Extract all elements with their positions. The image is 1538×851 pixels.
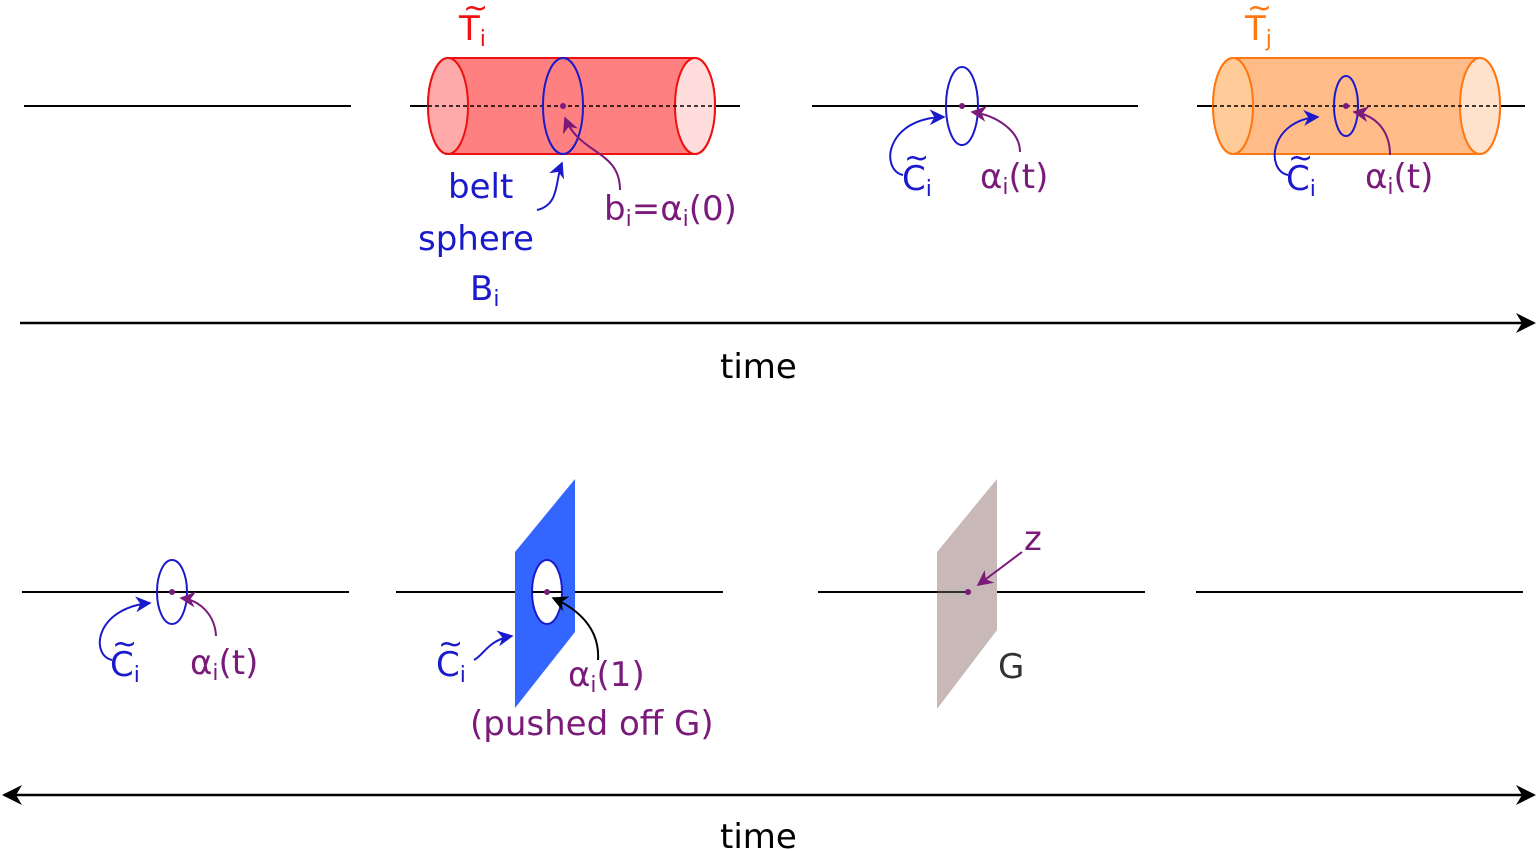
pushed-label: (pushed off G)	[470, 704, 714, 744]
z-arrow	[976, 551, 1023, 586]
b-label: bi=αi(0)	[604, 189, 737, 232]
tube-i-tilde: ~	[463, 0, 488, 26]
dot-top-3	[959, 103, 965, 109]
c-arrow-top-3	[889, 109, 946, 176]
time-label-top: time	[720, 347, 797, 387]
tube-j-label: Tj	[1244, 9, 1272, 52]
c-arrow-bottom-1	[98, 596, 152, 661]
c-tilde-top-3: ~	[904, 141, 929, 176]
a-arrow-bottom-2	[551, 596, 600, 661]
dot-bottom-2	[544, 589, 550, 595]
c-label-top-4: Ci	[1286, 159, 1316, 202]
a-arrow-top-3	[970, 105, 1021, 153]
c-label-top-3: Ci	[902, 159, 932, 202]
point-z	[965, 589, 971, 595]
dot-bottom-1	[169, 589, 175, 595]
c-label-bottom-2: Ci	[436, 645, 466, 688]
a-arrow-top-4	[1352, 106, 1391, 156]
c-tilde-top-4: ~	[1288, 141, 1313, 176]
b-arrow	[563, 116, 621, 191]
a-arrow-bottom-1	[179, 591, 217, 637]
time-label-bottom: time	[720, 817, 797, 851]
belt-label-1: belt	[448, 167, 513, 207]
belt-label-2: sphere	[418, 219, 534, 259]
g-label: G	[998, 647, 1024, 687]
c-label-bottom-1: Ci	[110, 645, 140, 688]
tube-i-label: Ti	[458, 9, 486, 52]
a-label-top-4: αi(t)	[1365, 157, 1433, 200]
tube-j	[1197, 57, 1525, 155]
tube-i	[410, 57, 740, 155]
belt-arrow	[536, 161, 564, 211]
c-arrow-bottom-2	[473, 630, 514, 661]
a-label-top-3: αi(t)	[980, 157, 1048, 200]
z-label: z	[1024, 519, 1042, 559]
a-label-bottom-1: αi(t)	[190, 643, 258, 686]
basepoint-dot	[560, 103, 566, 109]
belt-label-3: Bi	[470, 269, 499, 312]
c-arrow-top-4	[1273, 109, 1320, 176]
tube-j-tilde: ~	[1247, 0, 1272, 26]
belt-sphere-ellipse	[542, 57, 584, 155]
c-tilde-bottom-1: ~	[112, 627, 137, 662]
a-label-bottom-2: αi(1)	[568, 655, 645, 698]
c-tilde-bottom-2: ~	[438, 627, 463, 662]
